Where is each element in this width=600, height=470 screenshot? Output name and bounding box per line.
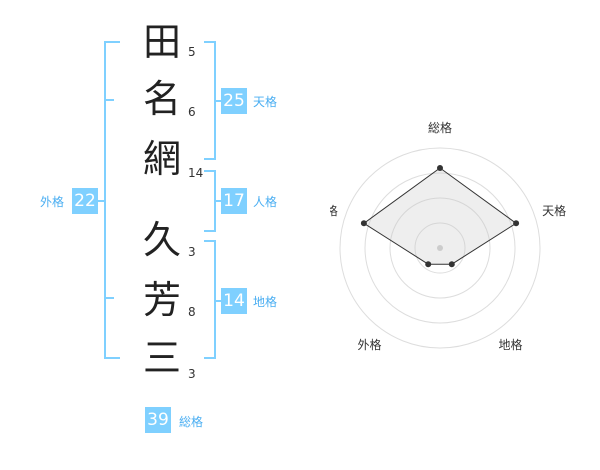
radar-point-4 — [425, 261, 432, 268]
chikaku-bracket-vertical — [214, 240, 216, 359]
jinkaku-bracket-mid — [214, 200, 222, 202]
name-char-3: 網 — [142, 137, 181, 181]
stroke-count-5: 8 — [188, 305, 196, 319]
name-char-6: 三 — [142, 336, 181, 380]
radar-ring-1 — [414, 222, 466, 274]
gaikaku-bracket-bottom — [104, 357, 120, 359]
tenkaku-bracket-top — [204, 41, 216, 43]
tenkaku-value-badge: 25 — [221, 88, 247, 114]
radar-polygon — [363, 167, 517, 265]
chikaku-bracket-mid — [214, 300, 222, 302]
gaikaku-value-badge: 22 — [72, 188, 98, 214]
radar-axis-label-4: 外格 — [357, 337, 381, 352]
stroke-count-6: 3 — [188, 367, 196, 381]
radar-ring-3 — [364, 172, 516, 324]
chikaku-bracket-bottom — [204, 357, 216, 359]
gaikaku-bracket-top — [104, 41, 120, 43]
radar-ring-4 — [339, 147, 541, 349]
tenkaku-bracket-mid — [214, 100, 222, 102]
radar-axis-label-3: 地格 — [498, 337, 522, 352]
radar-point-1 — [437, 165, 443, 171]
name-char-1: 田 — [142, 20, 181, 64]
stroke-count-4: 3 — [188, 245, 196, 259]
jinkaku-bracket-top — [204, 170, 216, 172]
stroke-count-1: 5 — [188, 45, 196, 59]
radar-point-3 — [448, 261, 455, 268]
tenkaku-bracket-bottom — [204, 158, 216, 160]
gaikaku-bracket-mid — [98, 200, 106, 202]
radar-axis-label-5: 人格 — [330, 203, 338, 218]
radar-point-5 — [360, 220, 367, 227]
gaikaku-label: 外格 — [40, 195, 65, 209]
radar-axis-label-1: 総格 — [428, 120, 452, 135]
radar-ring-2 — [389, 197, 491, 299]
soukaku-label: 総格 — [179, 415, 204, 429]
radar-point-2 — [513, 220, 520, 227]
chikaku-bracket-top — [204, 240, 216, 242]
chikaku-label: 地格 — [253, 295, 278, 309]
soukaku-value-badge: 39 — [145, 407, 171, 433]
name-char-2: 名 — [142, 77, 181, 121]
jinkaku-value-badge: 17 — [221, 188, 247, 214]
name-char-5: 芳 — [142, 278, 181, 322]
tenkaku-label: 天格 — [253, 95, 278, 109]
name-char-4: 久 — [142, 218, 181, 262]
gaikaku-bracket-tick-1 — [104, 99, 114, 101]
radar-center-point — [437, 245, 443, 251]
stroke-count-2: 6 — [188, 105, 196, 119]
jinkaku-bracket-bottom — [204, 230, 216, 232]
jinkaku-label: 人格 — [253, 195, 278, 209]
gaikaku-bracket-tick-2 — [104, 297, 114, 299]
chikaku-value-badge: 14 — [221, 288, 247, 314]
stroke-count-3: 14 — [188, 166, 204, 180]
radar-axis-label-2: 天格 — [542, 203, 566, 218]
